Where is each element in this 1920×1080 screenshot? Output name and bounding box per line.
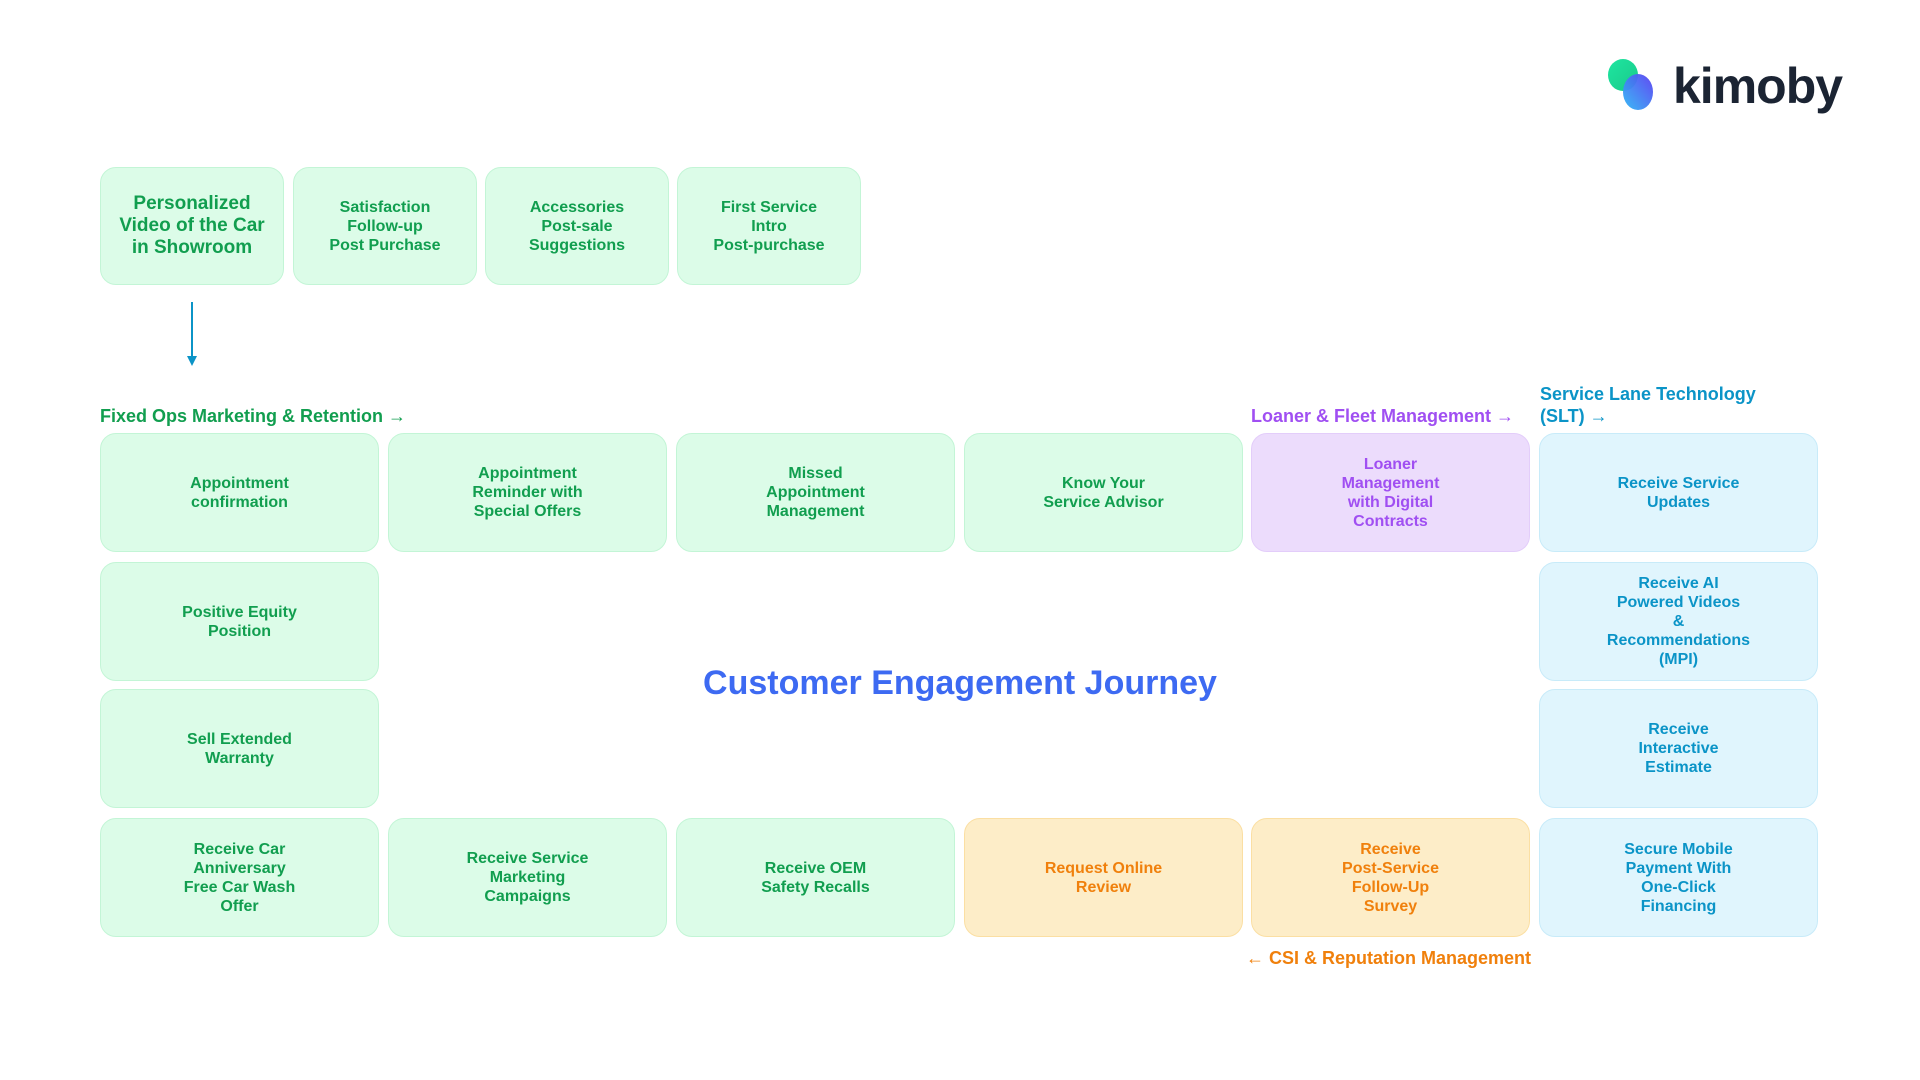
journey-card: Missed Appointment Management: [676, 433, 955, 552]
section-label-slt: Service Lane Technology (SLT) →: [1540, 384, 1756, 426]
journey-card: Receive Service Updates: [1539, 433, 1818, 552]
kimoby-logo: kimoby: [1605, 57, 1843, 115]
journey-card: Appointment Reminder with Special Offers: [388, 433, 667, 552]
journey-card: Positive Equity Position: [100, 562, 379, 681]
section-label-csi: ← CSI & Reputation Management: [1245, 948, 1531, 968]
journey-card: Appointment confirmation: [100, 433, 379, 552]
journey-card: Accessories Post-sale Suggestions: [485, 167, 669, 285]
journey-card: Know Your Service Advisor: [964, 433, 1243, 552]
journey-card: Sell Extended Warranty: [100, 689, 379, 808]
journey-card: Receive AI Powered Videos & Recommendati…: [1539, 562, 1818, 681]
journey-card: Personalized Video of the Car in Showroo…: [100, 167, 284, 285]
journey-card: Secure Mobile Payment With One-Click Fin…: [1539, 818, 1818, 937]
journey-card: Request Online Review: [964, 818, 1243, 937]
journey-card: First Service Intro Post-purchase: [677, 167, 861, 285]
journey-card: Receive OEM Safety Recalls: [676, 818, 955, 937]
journey-card: Receive Car Anniversary Free Car Wash Of…: [100, 818, 379, 937]
journey-card: Satisfaction Follow-up Post Purchase: [293, 167, 477, 285]
logo-wordmark: kimoby: [1673, 58, 1843, 114]
journey-card: Loaner Management with Digital Contracts: [1251, 433, 1530, 552]
down-arrow-icon: [187, 302, 197, 366]
kimoby-logo-icon: [1608, 59, 1653, 110]
journey-card: Receive Service Marketing Campaigns: [388, 818, 667, 937]
journey-card: Receive Interactive Estimate: [1539, 689, 1818, 808]
journey-card: Receive Post-Service Follow-Up Survey: [1251, 818, 1530, 937]
diagram-title: Customer Engagement Journey: [703, 664, 1217, 702]
section-label-loaner: Loaner & Fleet Management →: [1251, 406, 1515, 426]
section-label-fixed-ops: Fixed Ops Marketing & Retention →: [100, 406, 407, 426]
